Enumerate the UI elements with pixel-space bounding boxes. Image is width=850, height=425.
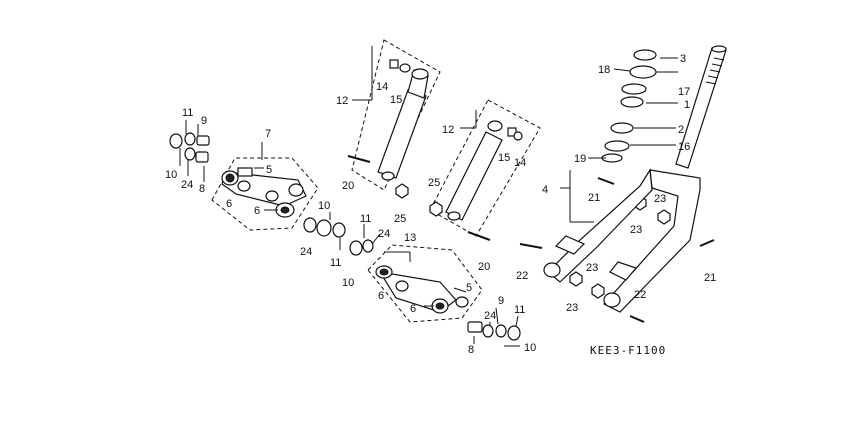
link-assembly-left (211, 157, 319, 231)
link-assembly-lower (367, 244, 483, 323)
callout-11-c: 11 (360, 213, 371, 225)
callout-6-d: 6 (410, 303, 416, 315)
callout-13: 13 (404, 232, 416, 244)
callout-6-b: 6 (254, 205, 260, 217)
callout-10-c: 10 (342, 277, 354, 289)
callout-22-b: 22 (634, 289, 646, 301)
callout-6-a: 6 (226, 198, 232, 210)
callout-10-b: 10 (318, 200, 330, 212)
callout-16: 16 (678, 141, 690, 153)
callout-18: 18 (598, 64, 610, 76)
callout-10-d: 10 (524, 342, 536, 354)
callout-24-b: 24 (300, 246, 312, 258)
callout-20-b: 20 (478, 261, 490, 273)
callout-15-b: 15 (498, 152, 510, 164)
callout-20-a: 20 (342, 180, 354, 192)
callout-23-a: 23 (586, 262, 598, 274)
callout-5-left: 5 (266, 164, 272, 176)
washer-group-middle (303, 217, 374, 256)
rear-shock-left (351, 39, 441, 191)
callout-10-a: 10 (165, 169, 177, 181)
callout-11-a: 11 (182, 107, 193, 119)
callout-9-a: 9 (201, 115, 207, 127)
callout-5-lower: 5 (466, 282, 472, 294)
callout-24-a: 24 (181, 179, 193, 191)
callout-25-a: 25 (394, 213, 406, 225)
callout-4: 4 (542, 184, 548, 196)
callout-1: 1 (684, 99, 690, 111)
steering-bearings (601, 49, 657, 163)
callout-23-c: 23 (630, 224, 642, 236)
diagram-code: KEE3-F1100 (590, 344, 666, 357)
callout-labels: 1 2 3 4 5 5 6 6 6 6 7 8 8 9 9 10 10 10 1… (165, 53, 716, 356)
callout-8-b: 8 (468, 344, 474, 356)
callout-11-d: 11 (514, 304, 525, 316)
callout-17: 17 (678, 86, 690, 98)
callout-6-c: 6 (378, 290, 384, 302)
bushing-group-lower (467, 321, 521, 341)
callout-12-right: 12 (442, 124, 454, 136)
callout-21-b: 21 (704, 272, 716, 284)
leader-lines (179, 46, 678, 347)
bushing-group-left (169, 132, 210, 163)
callout-12-left: 12 (336, 95, 348, 107)
rear-shock-right (429, 99, 541, 237)
callout-23-b: 23 (566, 302, 578, 314)
callout-14-b: 14 (514, 157, 526, 169)
callout-24-c: 24 (378, 228, 390, 240)
callout-25-b: 25 (428, 177, 440, 189)
callout-23-d: 23 (654, 193, 666, 205)
callout-9-b: 9 (498, 295, 504, 307)
callout-14-a: 14 (376, 81, 388, 93)
callout-24-d: 24 (484, 310, 496, 322)
callout-15-a: 15 (390, 94, 402, 106)
callout-21-a: 21 (588, 192, 600, 204)
callout-2: 2 (678, 124, 684, 136)
callout-19: 19 (574, 153, 586, 165)
callout-3: 3 (680, 53, 686, 65)
callout-11-b: 11 (330, 257, 341, 269)
callout-7: 7 (265, 128, 271, 140)
front-fork (543, 45, 727, 313)
callout-22-a: 22 (516, 270, 528, 282)
callout-8-a: 8 (199, 183, 205, 195)
